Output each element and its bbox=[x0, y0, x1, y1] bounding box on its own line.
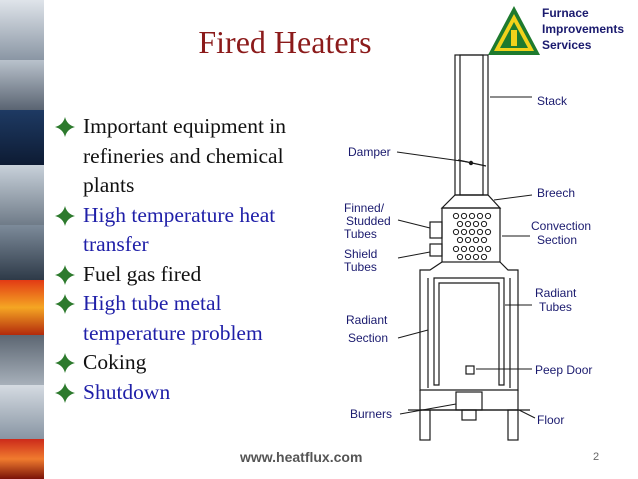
refinery-photo bbox=[0, 60, 44, 110]
bullet-item: Important equipment in refineries and che… bbox=[54, 112, 324, 201]
stack-inner bbox=[459, 54, 484, 196]
furnace-floor bbox=[419, 390, 519, 411]
peep-door bbox=[465, 365, 475, 375]
diamond-bullet-icon bbox=[55, 117, 75, 137]
label-damper: Damper bbox=[348, 145, 391, 159]
page-number: 2 bbox=[593, 451, 600, 463]
burner-nozzle bbox=[461, 409, 477, 421]
bullet-list: Important equipment in refineries and che… bbox=[54, 112, 324, 407]
label-finned-3: Tubes bbox=[344, 227, 377, 241]
bullet-line: plants bbox=[83, 173, 135, 197]
support-leg bbox=[419, 409, 431, 441]
floor-leader bbox=[518, 409, 536, 419]
bullet-line: transfer bbox=[83, 232, 149, 256]
bullet-line: Fuel gas fired bbox=[83, 261, 202, 286]
radiant-section-outer bbox=[419, 261, 519, 391]
diamond-bullet-icon bbox=[55, 382, 75, 403]
radiant-tubes bbox=[433, 277, 505, 386]
bullet-line: High temperature heat bbox=[83, 202, 276, 227]
label-finned-1: Finned/ bbox=[344, 201, 385, 215]
radiant-section-inner bbox=[427, 278, 511, 388]
website-url: www.heatflux.com bbox=[240, 449, 363, 465]
label-peep-door: Peep Door bbox=[535, 363, 592, 377]
label-radiant-tubes-1: Radiant bbox=[535, 286, 577, 300]
bullet-line: High tube metal bbox=[83, 291, 222, 315]
support-leg bbox=[507, 409, 519, 441]
diamond-bullet-icon bbox=[55, 294, 75, 314]
label-stack: Stack bbox=[537, 94, 568, 108]
flame-photo bbox=[0, 280, 44, 335]
label-shield-1: Shield bbox=[344, 247, 377, 261]
bullet-item: Fuel gas fired bbox=[54, 260, 324, 290]
label-radiant-tubes-2: Tubes bbox=[539, 300, 572, 314]
bullet-item: Shutdown bbox=[54, 378, 324, 408]
label-floor: Floor bbox=[537, 413, 564, 427]
label-convection-1: Convection bbox=[531, 219, 591, 233]
flame-photo bbox=[0, 439, 44, 479]
refinery-photo bbox=[0, 165, 44, 225]
bullet-item: High temperature heat transfer bbox=[54, 201, 324, 260]
company-name-line: Services bbox=[542, 38, 592, 52]
breech-leader bbox=[493, 194, 533, 201]
convection-section bbox=[441, 207, 501, 263]
finned-leader bbox=[397, 219, 431, 229]
damper-pivot bbox=[468, 160, 474, 166]
label-breech: Breech bbox=[537, 186, 575, 200]
bullet-item: High tube metal temperature problem bbox=[54, 289, 324, 348]
label-burners: Burners bbox=[350, 407, 392, 421]
diamond-bullet-icon bbox=[55, 205, 75, 226]
radiant-section-leader bbox=[397, 329, 429, 339]
label-shield-2: Tubes bbox=[344, 260, 377, 274]
shield-tubes bbox=[452, 245, 492, 261]
label-convection-2: Section bbox=[537, 233, 577, 247]
diamond-bullet-icon bbox=[55, 353, 75, 373]
company-logo bbox=[488, 6, 540, 55]
company-name-line: Improvements bbox=[542, 22, 625, 36]
refinery-photo bbox=[0, 0, 44, 60]
refinery-photo bbox=[0, 225, 44, 280]
refinery-photo bbox=[0, 385, 44, 439]
bullet-line: Coking bbox=[83, 350, 147, 374]
shield-leader bbox=[397, 251, 431, 259]
burners-leader bbox=[399, 403, 457, 415]
slide-title: Fired Heaters bbox=[198, 24, 372, 60]
industrial-photo-strip bbox=[0, 0, 44, 479]
label-radiant-section-1: Radiant bbox=[346, 313, 388, 327]
finned-studded-tubes bbox=[452, 212, 492, 244]
tube-fitting bbox=[429, 221, 443, 239]
refinery-photo bbox=[0, 335, 44, 385]
diamond-bullet-icon bbox=[55, 264, 75, 285]
bullet-line: temperature problem bbox=[83, 320, 263, 345]
bullet-line: Shutdown bbox=[83, 379, 171, 404]
bullet-line: refineries and chemical bbox=[83, 143, 284, 168]
label-finned-2: Studded bbox=[346, 214, 391, 228]
bullet-item: Coking bbox=[54, 348, 324, 378]
label-radiant-section-2: Section bbox=[348, 331, 388, 345]
breech bbox=[440, 194, 502, 209]
damper-leader bbox=[396, 151, 469, 163]
company-name-line: Furnace bbox=[542, 6, 589, 20]
burner bbox=[455, 391, 483, 411]
bullet-line: Important equipment in bbox=[83, 114, 287, 138]
tube-fitting bbox=[429, 243, 443, 257]
refinery-photo bbox=[0, 110, 44, 165]
